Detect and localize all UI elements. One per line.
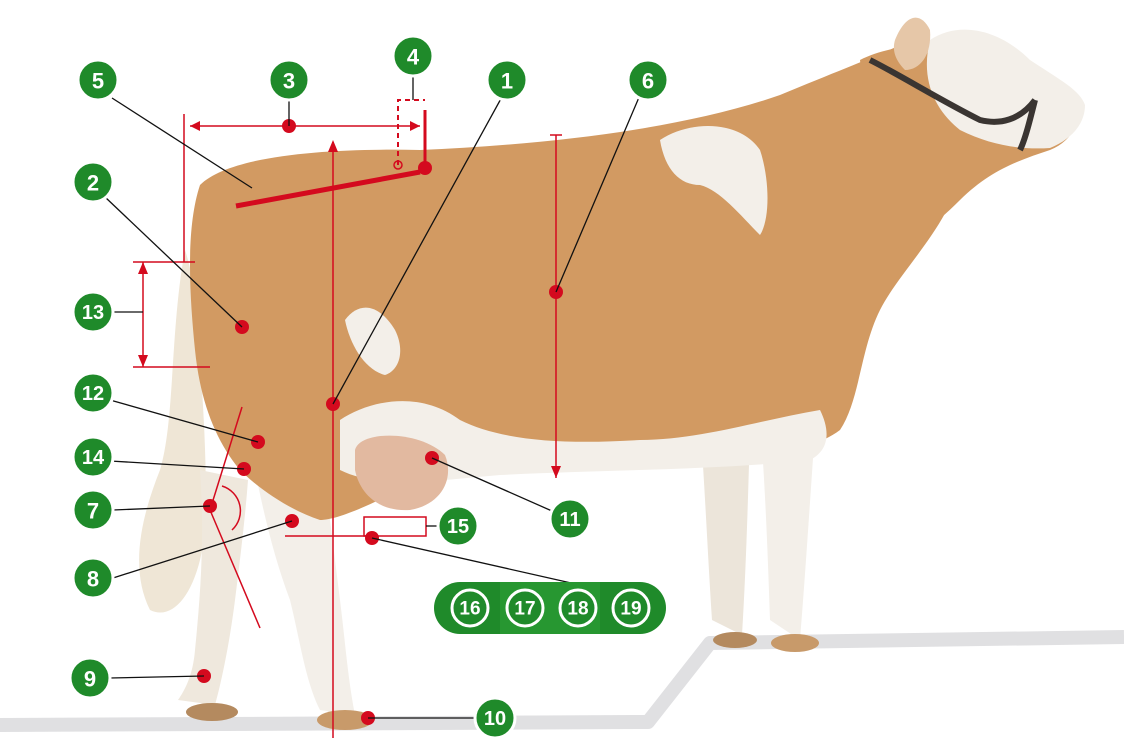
badge-3-text: 3 bbox=[283, 69, 295, 94]
rear-hoof-far bbox=[186, 703, 238, 721]
height-arrowhead bbox=[328, 140, 338, 152]
span-arrowhead-top bbox=[138, 262, 148, 274]
badge-5-text: 5 bbox=[92, 69, 104, 94]
rump-arrowhead-left bbox=[190, 121, 200, 131]
front-hoof-near bbox=[771, 634, 819, 652]
rump-arrowhead-right bbox=[410, 121, 420, 131]
badge-1-text: 1 bbox=[501, 69, 513, 94]
ground-line bbox=[0, 637, 1124, 725]
badge-7-text: 7 bbox=[87, 499, 99, 524]
badge-14-text: 14 bbox=[82, 447, 105, 469]
badge-9-text: 9 bbox=[84, 667, 96, 692]
badge-2-text: 2 bbox=[87, 171, 99, 196]
teat-label-18: 18 bbox=[567, 599, 588, 620]
span-arrowhead-bottom bbox=[138, 355, 148, 367]
teat-label-17: 17 bbox=[514, 599, 535, 620]
badge-13-text: 13 bbox=[82, 302, 104, 324]
badge-8-text: 8 bbox=[87, 567, 99, 592]
badge-10-text: 10 bbox=[484, 708, 506, 730]
teat-label-16: 16 bbox=[459, 599, 480, 620]
front-hoof-far bbox=[713, 632, 757, 648]
badge-11-text: 11 bbox=[559, 509, 580, 531]
badge-6-text: 6 bbox=[642, 69, 654, 94]
badge-12-text: 12 bbox=[82, 383, 104, 405]
dot-4 bbox=[418, 161, 432, 175]
badge-4-text: 4 bbox=[407, 45, 420, 70]
leader-teats bbox=[372, 538, 580, 585]
leader-5 bbox=[112, 98, 252, 188]
teat-label-19: 19 bbox=[620, 599, 641, 620]
badge-15-text: 15 bbox=[447, 516, 469, 538]
